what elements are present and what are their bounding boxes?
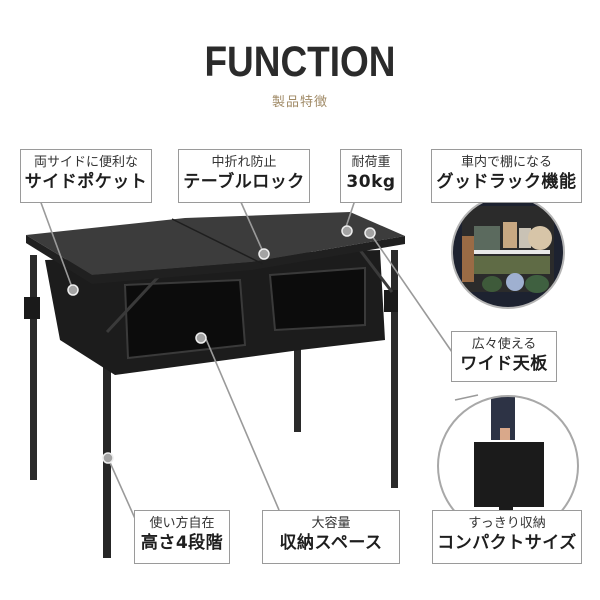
callout-height-title: 高さ4段階 — [140, 533, 224, 553]
callout-wide-top-title: ワイド天板 — [460, 354, 548, 374]
callout-height-caption: 使い方自在 — [149, 516, 215, 531]
callout-compact-title: コンパクトサイズ — [437, 533, 577, 553]
callout-car-rack-caption: 車内で棚になる — [460, 155, 552, 170]
table-leg-front-right — [391, 250, 398, 488]
marker-side-pocket — [67, 284, 79, 296]
callout-compact: すっきり収納 コンパクトサイズ — [432, 510, 582, 564]
page-subtitle: 製品特徴 — [271, 95, 328, 110]
mesh-pocket-left — [123, 278, 247, 360]
callout-storage-caption: 大容量 — [311, 516, 351, 531]
marker-height — [102, 452, 114, 464]
table-top — [26, 212, 405, 275]
side-pocket-right — [384, 290, 398, 312]
callout-car-rack-title: グッドラック機能 — [436, 172, 577, 192]
callout-load-capacity: 耐荷重 30kg — [340, 149, 402, 203]
marker-wide-top — [364, 227, 376, 239]
callout-storage-title: 収納スペース — [279, 533, 383, 553]
table-leg-back-right — [294, 300, 301, 432]
callout-fold-lock-caption: 中折れ防止 — [211, 155, 277, 170]
callout-wide-top: 広々使える ワイド天板 — [451, 331, 557, 382]
table-fold-seam — [171, 218, 264, 265]
page-title: FUNCTION — [204, 38, 396, 86]
callout-car-rack: 車内で棚になる グッドラック機能 — [431, 149, 582, 203]
callout-storage: 大容量 収納スペース — [262, 510, 400, 564]
table-leg-back-left — [30, 255, 37, 480]
callout-load-capacity-title: 30kg — [346, 172, 396, 192]
callout-fold-lock: 中折れ防止 テーブルロック — [178, 149, 310, 203]
car-rack-photo — [452, 196, 564, 308]
side-pocket-left — [24, 297, 40, 319]
callout-side-pocket-title: サイドポケット — [24, 172, 148, 192]
callout-fold-lock-title: テーブルロック — [183, 172, 305, 192]
callout-height: 使い方自在 高さ4段階 — [134, 510, 230, 564]
marker-load — [341, 225, 353, 237]
marker-storage — [195, 332, 207, 344]
callout-side-pocket-caption: 両サイドに便利な — [33, 155, 138, 170]
marker-fold-lock — [258, 248, 270, 260]
mesh-pocket-right — [268, 266, 366, 332]
callout-compact-caption: すっきり収納 — [468, 516, 546, 531]
callout-side-pocket: 両サイドに便利な サイドポケット — [20, 149, 152, 203]
table-leg-front-left — [103, 300, 111, 558]
callout-wide-top-caption: 広々使える — [471, 337, 537, 352]
callout-load-capacity-caption: 耐荷重 — [351, 155, 391, 170]
